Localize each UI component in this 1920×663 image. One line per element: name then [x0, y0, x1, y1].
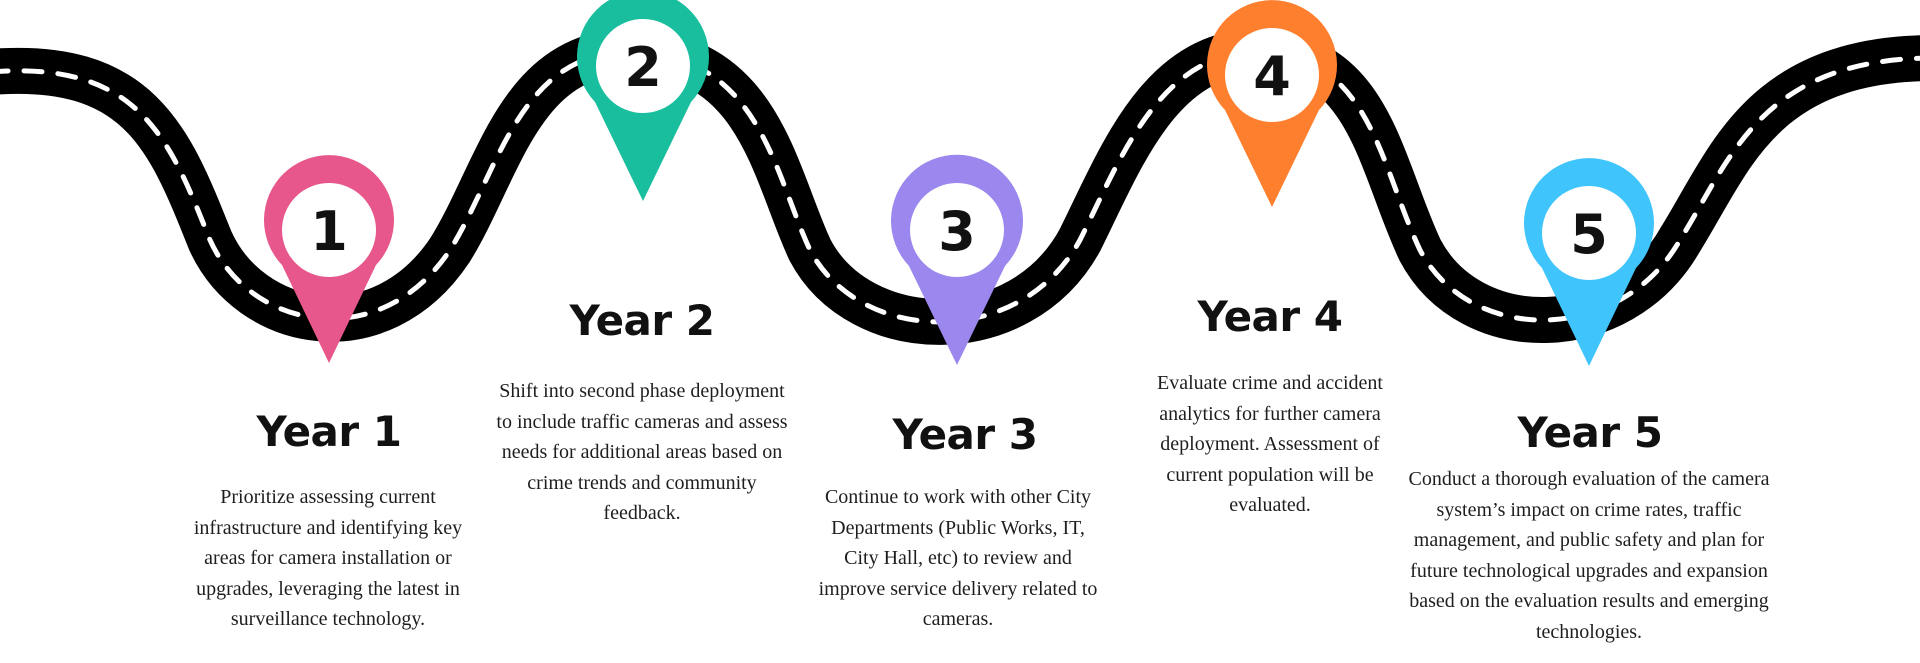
location-pin-2: 2: [577, 0, 709, 201]
pin-number: 4: [1253, 45, 1291, 108]
location-pin-3: 3: [891, 154, 1023, 365]
year-4-description: Evaluate crime and accident analytics fo…: [1157, 372, 1383, 516]
pin-number: 2: [624, 36, 662, 99]
pin-inner-circle: [282, 183, 376, 277]
year-5-description: Conduct a thorough evaluation of the cam…: [1408, 468, 1770, 643]
year-2-description: Shift into second phase deployment to in…: [496, 380, 788, 524]
year-3-description: Continue to work with other City Departm…: [818, 486, 1098, 630]
year-5-title: Year 5: [1517, 408, 1663, 457]
year-1-description: Prioritize assessing current infrastruct…: [193, 486, 463, 630]
location-pin-1: 1: [264, 155, 394, 363]
year-2-title: Year 2: [569, 296, 715, 345]
pin-inner-circle: [596, 19, 690, 113]
location-pin-4: 4: [1207, 0, 1337, 207]
year-1-title: Year 1: [256, 407, 402, 456]
year-3-title: Year 3: [892, 410, 1038, 459]
year-4-title: Year 4: [1197, 292, 1343, 341]
pin-inner-circle: [910, 183, 1004, 277]
pin-inner-circle: [1225, 28, 1319, 122]
pin-inner-circle: [1542, 186, 1636, 280]
location-pin-5: 5: [1524, 158, 1654, 366]
pin-number: 1: [310, 200, 348, 263]
pin-number: 5: [1570, 203, 1608, 266]
pin-number: 3: [938, 200, 976, 263]
